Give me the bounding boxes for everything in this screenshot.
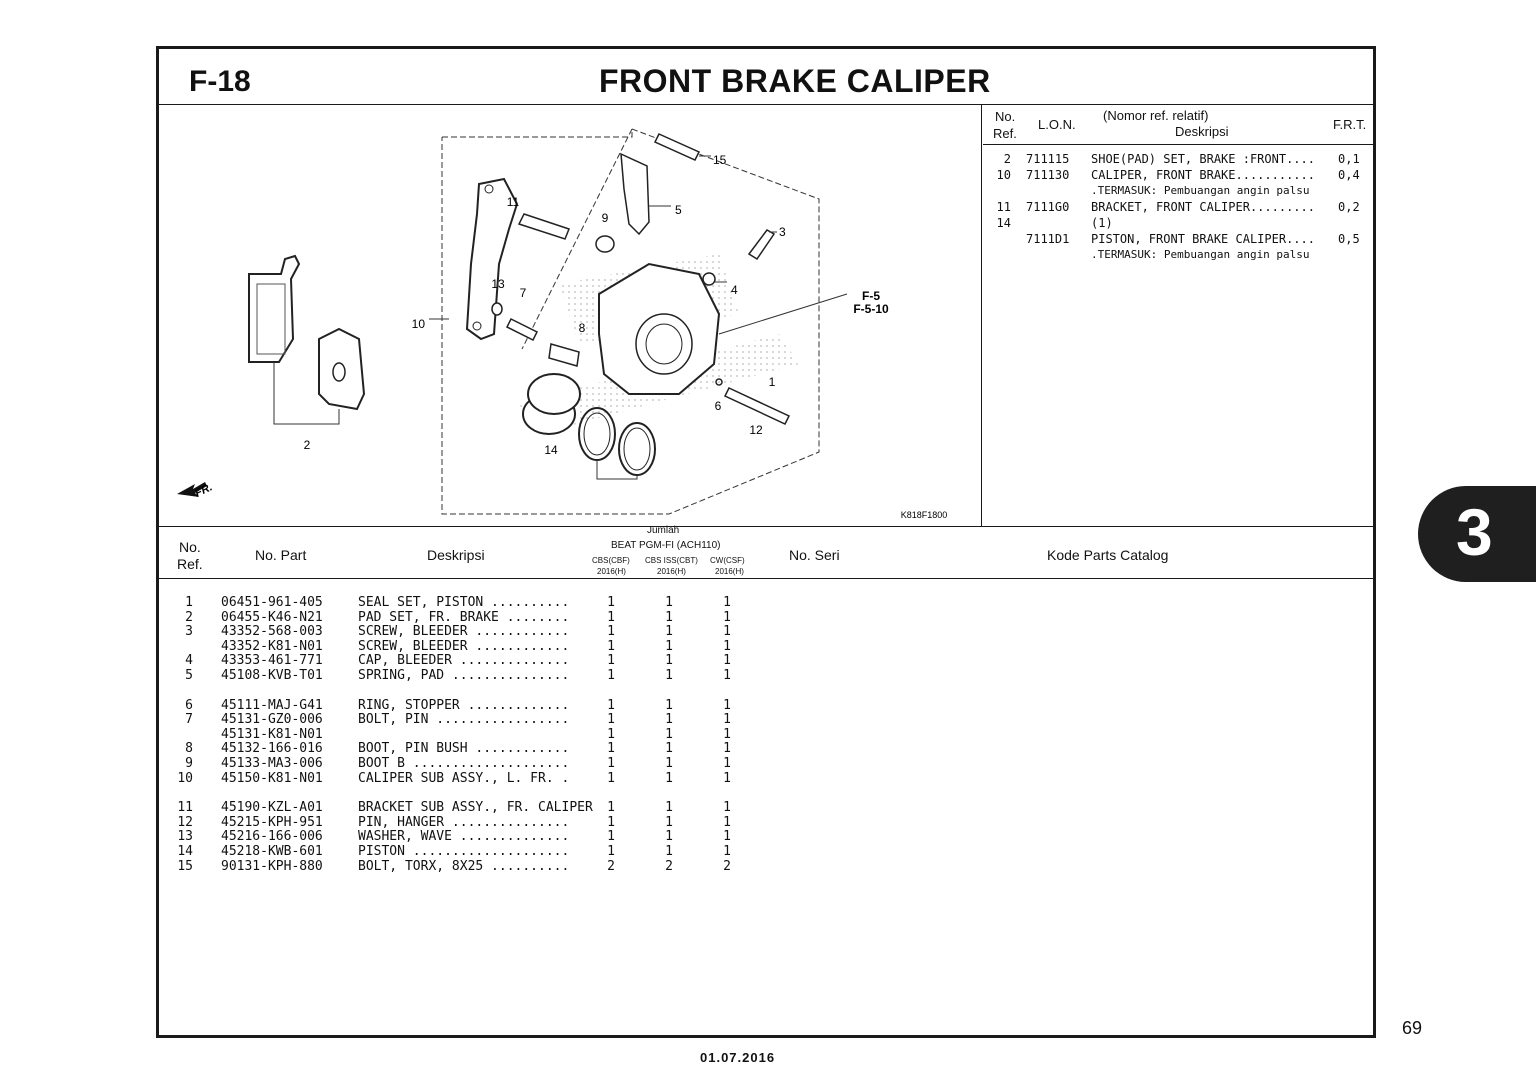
parts-year2-label: 2016(H) xyxy=(657,567,686,576)
parts-year3-label: 2016(H) xyxy=(715,567,744,576)
callout-12: 12 xyxy=(749,423,763,437)
boot-b xyxy=(595,235,615,253)
callout-14: 14 xyxy=(544,443,558,457)
parts-jumlah-label: Jumlah xyxy=(647,525,680,536)
page-number: 69 xyxy=(1402,1018,1423,1038)
frt-nomor-label: (Nomor ref. relatif) xyxy=(1103,108,1209,123)
parts-part-label: No. Part xyxy=(255,547,307,563)
bolt-torx xyxy=(653,133,701,161)
callout-1: 1 xyxy=(769,375,776,389)
bleeder-cap xyxy=(702,272,716,286)
callout-15: 15 xyxy=(713,153,727,167)
frt-row: 14(1) xyxy=(996,216,1113,230)
parts-col2-label: CBS ISS(CBT) xyxy=(645,556,698,565)
parts-col1-label: CBS(CBF) xyxy=(592,556,630,565)
frt-no-label: No. xyxy=(995,109,1016,124)
exploded-diagram: 1 2 3 4 5 6 7 8 9 10 11 12 13 14 15 F-5 … xyxy=(159,104,982,526)
callout-5: 5 xyxy=(675,203,682,217)
callout-8: 8 xyxy=(579,321,586,335)
chapter-number: 3 xyxy=(1456,495,1493,569)
parts-ref-label: Ref. xyxy=(177,556,203,572)
parts-model-label: BEAT PGM-FI (ACH110) xyxy=(611,540,721,551)
parts-year1-label: 2016(H) xyxy=(597,567,626,576)
callout-9: 9 xyxy=(602,211,609,225)
front-direction-label: FR. xyxy=(193,481,214,499)
exploded-diagram-svg: 1 2 3 4 5 6 7 8 9 10 11 12 13 14 15 F-5 … xyxy=(177,128,948,520)
parts-seri-label: No. Seri xyxy=(789,547,840,563)
bleeder-screw xyxy=(747,229,776,261)
page-code: F-18 xyxy=(189,65,251,98)
callout-2: 2 xyxy=(304,438,311,452)
frt-ref-label: Ref. xyxy=(993,126,1017,141)
bracket xyxy=(465,177,519,341)
callout-7: 7 xyxy=(520,286,527,300)
footer-date: 01.07.2016 xyxy=(700,1050,776,1065)
chapter-tab: 3 xyxy=(1418,486,1536,582)
brake-pad-a xyxy=(248,254,301,363)
parts-no-label: No. xyxy=(179,539,201,555)
page-frame: F-18 FRONT BRAKE CALIPER xyxy=(156,46,1376,1038)
parts-col3-label: CW(CSF) xyxy=(710,556,745,565)
title-row: F-18 FRONT BRAKE CALIPER xyxy=(159,49,1373,105)
ring-stopper xyxy=(715,378,723,386)
diagram-code: K818F1800 xyxy=(901,510,948,520)
brake-pad-b xyxy=(318,327,366,411)
frt-header: No. Ref. L.O.N. (Nomor ref. relatif) Des… xyxy=(983,104,1376,145)
frt-row: .TERMASUK: Pembuangan angin palsu xyxy=(1091,248,1310,261)
ref-f5-10: F-5-10 xyxy=(853,302,889,316)
page-title: FRONT BRAKE CALIPER xyxy=(599,63,991,99)
front-arrow-icon xyxy=(177,482,207,497)
frt-panel: No. Ref. L.O.N. (Nomor ref. relatif) Des… xyxy=(983,104,1376,526)
callout-3: 3 xyxy=(779,225,786,239)
pin-bolt xyxy=(505,317,539,342)
callout-13: 13 xyxy=(491,277,505,291)
ref-f5: F-5 xyxy=(862,289,880,303)
washer-wave xyxy=(491,302,503,316)
frt-lon-label: L.O.N. xyxy=(1038,117,1076,132)
frt-deskripsi-label: Deskripsi xyxy=(1175,124,1229,139)
spring-pad xyxy=(620,152,650,236)
frt-row: .TERMASUK: Pembuangan angin palsu xyxy=(1091,184,1310,197)
pin-hanger xyxy=(723,387,791,425)
pin-boot xyxy=(548,343,580,367)
callout-10: 10 xyxy=(412,317,426,331)
parts-table-header: No. Ref. No. Part Deskripsi Jumlah BEAT … xyxy=(159,525,1373,579)
caliper-body xyxy=(598,262,721,395)
callout-6: 6 xyxy=(715,399,722,413)
callout-11: 11 xyxy=(507,195,520,209)
parts-catalog-label: Kode Parts Catalog xyxy=(1047,547,1169,563)
callout-4: 4 xyxy=(731,283,738,297)
frt-frt-label: F.R.T. xyxy=(1333,117,1367,132)
parts-desc-label: Deskripsi xyxy=(427,547,485,563)
assembly-box xyxy=(441,128,820,515)
